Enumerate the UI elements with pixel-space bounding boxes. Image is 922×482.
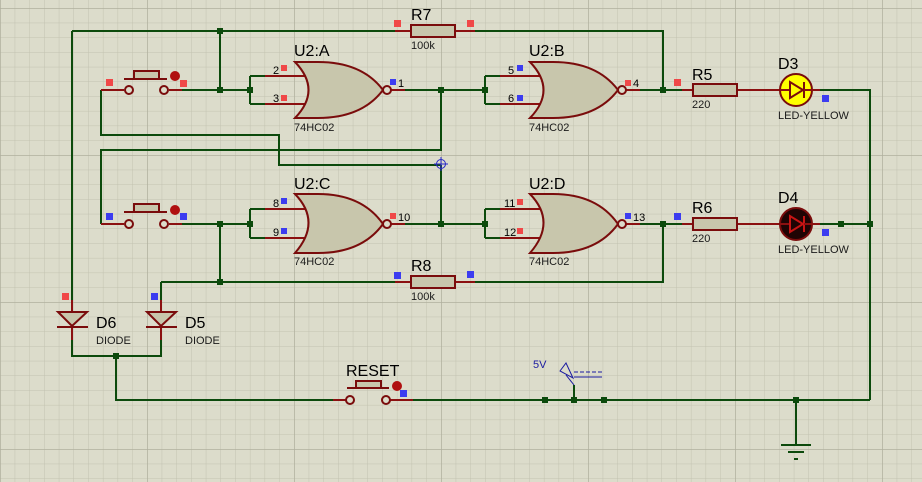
gate-part: 74HC02 [529,256,569,268]
pin-state-high [390,79,396,85]
pin-state-low [674,79,681,86]
gate-part: 74HC02 [529,122,569,134]
pin-number: 4 [633,78,639,90]
pin-state-high [400,390,407,397]
pin-number: 8 [273,198,279,210]
pin-state-low [62,293,69,300]
pin-number: 3 [273,93,279,105]
resistor-r5[interactable]: R5 220 [674,67,780,111]
gate-part: 74HC02 [294,122,334,134]
push-button-clear[interactable] [101,203,187,229]
pin-state-high [822,229,829,236]
resistor-r7[interactable]: R7 100k [394,7,475,52]
gate-ref: U2:C [294,176,330,193]
led-d3[interactable]: D3 LED-YELLOW [778,56,850,122]
pin-state-low [390,213,396,219]
gate-ref: U2:A [294,43,330,60]
pin-state-low [106,79,113,86]
pin-state-low [467,20,474,27]
pin-state-low [180,80,187,87]
crosshair-cursor-icon [434,157,448,171]
pin-state-high [674,213,681,220]
pin-state-low [517,199,523,205]
button-ref: RESET [346,363,400,380]
nor-gate-u2d[interactable]: U2:D 74HC02 11 12 13 [500,176,645,268]
push-button-set[interactable] [101,70,187,95]
pin-state-low [394,20,401,27]
diode-part: DIODE [96,335,131,347]
pin-state-high [180,213,187,220]
diode-d5[interactable]: D5 DIODE [144,293,220,347]
button-toggle-icon[interactable] [170,205,180,215]
resistor-ref: R6 [692,200,713,217]
button-toggle-icon[interactable] [392,381,402,391]
pin-state-high [281,228,287,234]
pin-number: 11 [504,198,515,210]
resistor-value: 220 [692,233,710,245]
power-label: 5V [533,359,547,371]
ground-icon [781,444,811,460]
pin-state-high [625,213,631,219]
pin-number: 13 [633,212,645,224]
resistor-r8[interactable]: R8 100k [394,258,475,303]
diode-ref: D6 [96,315,117,332]
pin-state-low [281,95,287,101]
led-part: LED-YELLOW [778,110,850,122]
nor-gate-u2b[interactable]: U2:B 74HC02 5 6 4 [500,43,640,134]
resistor-ref: R7 [411,7,432,24]
pin-number: 10 [398,212,410,224]
resistor-value: 220 [692,99,710,111]
nor-gate-u2a[interactable]: U2:A 74HC02 2 3 1 [265,43,405,134]
pin-number: 1 [398,78,404,90]
button-toggle-icon[interactable] [170,71,180,81]
led-part: LED-YELLOW [778,244,850,256]
gate-part: 74HC02 [294,256,334,268]
diode-d6[interactable]: D6 DIODE [55,293,131,347]
pin-state-low [625,80,631,86]
led-d4[interactable]: D4 LED-YELLOW [778,190,850,256]
pin-number: 2 [273,65,279,77]
pin-state-high [394,272,401,279]
diode-ref: D5 [185,315,206,332]
pin-state-low [517,228,523,234]
pin-state-low [281,65,287,71]
pin-state-high [517,65,523,71]
pin-state-high [281,198,287,204]
resistor-value: 100k [411,291,435,303]
gate-ref: U2:D [529,176,565,193]
gate-ref: U2:B [529,43,565,60]
led-ref: D3 [778,56,799,73]
pin-state-high [517,95,523,101]
resistor-value: 100k [411,40,435,52]
pin-state-high [822,95,829,102]
pin-number: 6 [508,93,514,105]
nor-gate-u2c[interactable]: U2:C 74HC02 8 9 10 [265,176,410,268]
pin-state-high [106,213,113,220]
resistor-ref: R8 [411,258,432,275]
junctions [113,28,873,403]
resistor-r6[interactable]: R6 220 [674,200,780,245]
push-button-reset[interactable]: RESET [333,363,413,405]
diode-part: DIODE [185,335,220,347]
pin-number: 9 [273,227,279,239]
resistor-ref: R5 [692,67,713,84]
led-ref: D4 [778,190,799,207]
pin-number: 5 [508,65,514,77]
pin-number: 12 [504,227,516,239]
pin-state-high [151,293,158,300]
power-terminal-5v[interactable]: 5V [533,359,602,386]
pin-state-high [467,271,474,278]
